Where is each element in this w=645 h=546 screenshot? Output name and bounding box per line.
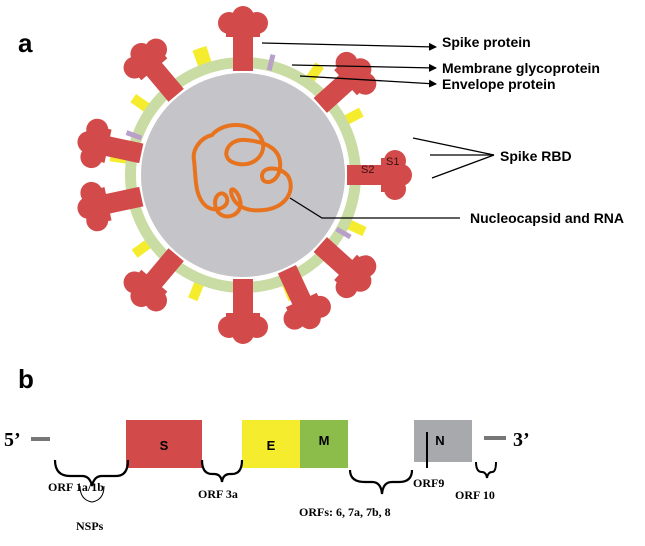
five-prime-line bbox=[31, 437, 50, 441]
rbd-line-1 bbox=[412, 137, 495, 156]
gene-m-box bbox=[300, 420, 348, 468]
nsps-brace bbox=[79, 485, 105, 503]
gene-e-label: E bbox=[267, 438, 276, 453]
spike-protein-label: Spike protein bbox=[442, 34, 531, 50]
viral-core bbox=[141, 73, 345, 277]
membrane-glycoprotein bbox=[266, 54, 276, 71]
rbd-line-3 bbox=[431, 154, 495, 179]
panel-a-label: a bbox=[18, 28, 33, 58]
orf9-label: ORF9 bbox=[413, 476, 444, 490]
leader-lines bbox=[261, 42, 495, 219]
spike-rbd-label: Spike RBD bbox=[500, 148, 572, 164]
s1-label: S1 bbox=[386, 156, 399, 168]
spike-protein-arrow bbox=[261, 42, 437, 51]
nucleocapsid-rna-label: Nucleocapsid and RNA bbox=[470, 210, 624, 226]
envelope-arrow bbox=[299, 75, 437, 88]
membrane-glycoprotein bbox=[125, 130, 143, 141]
spike-protein bbox=[123, 38, 184, 102]
spike-protein bbox=[218, 6, 268, 71]
orf10-brace bbox=[475, 461, 497, 479]
three-prime-line bbox=[484, 436, 506, 440]
nsps-label: NSPs bbox=[76, 519, 104, 533]
panel-b-label: b bbox=[18, 364, 34, 394]
gene-m-label: M bbox=[319, 433, 330, 448]
spike-protein bbox=[277, 265, 331, 330]
orfs678-brace bbox=[348, 469, 414, 495]
orf1ab-label: ORF 1a/1b bbox=[48, 480, 104, 494]
braces bbox=[53, 459, 497, 503]
five-prime-label: 5’ bbox=[4, 429, 21, 451]
spike-proteins bbox=[77, 6, 412, 344]
membrane-glycoprotein bbox=[335, 226, 352, 240]
gene-s-box bbox=[126, 420, 202, 468]
spike-protein bbox=[218, 279, 268, 344]
envelope-protein-label: Envelope protein bbox=[442, 76, 556, 92]
membrane-glycoprotein-label: Membrane glycoprotein bbox=[442, 60, 600, 76]
rna-strand bbox=[191, 122, 293, 219]
spike-protein bbox=[77, 181, 144, 232]
orf3a-label: ORF 3a bbox=[198, 487, 238, 501]
nucleocapsid-line bbox=[289, 197, 460, 219]
gene-s-label: S bbox=[160, 438, 169, 453]
three-prime-label: 3’ bbox=[513, 429, 530, 451]
spike-protein bbox=[123, 248, 184, 312]
spike-protein bbox=[313, 51, 377, 113]
orf1ab-brace bbox=[53, 459, 130, 487]
gene-n-label: N bbox=[435, 433, 444, 448]
spike-protein bbox=[313, 237, 377, 299]
membrane-arrow bbox=[291, 63, 437, 72]
orf10-label: ORF 10 bbox=[455, 488, 495, 502]
membrane-glycoproteins bbox=[125, 54, 352, 240]
gene-n-box bbox=[414, 420, 472, 462]
spike-protein bbox=[347, 150, 412, 200]
orf3a-brace bbox=[200, 459, 244, 483]
s2-label: S2 bbox=[361, 164, 374, 176]
orfs678-label: ORFs: 6, 7a, 7b, 8 bbox=[299, 505, 391, 519]
spike-protein bbox=[77, 118, 144, 169]
virion bbox=[77, 6, 412, 344]
gene-e-box bbox=[242, 420, 300, 468]
